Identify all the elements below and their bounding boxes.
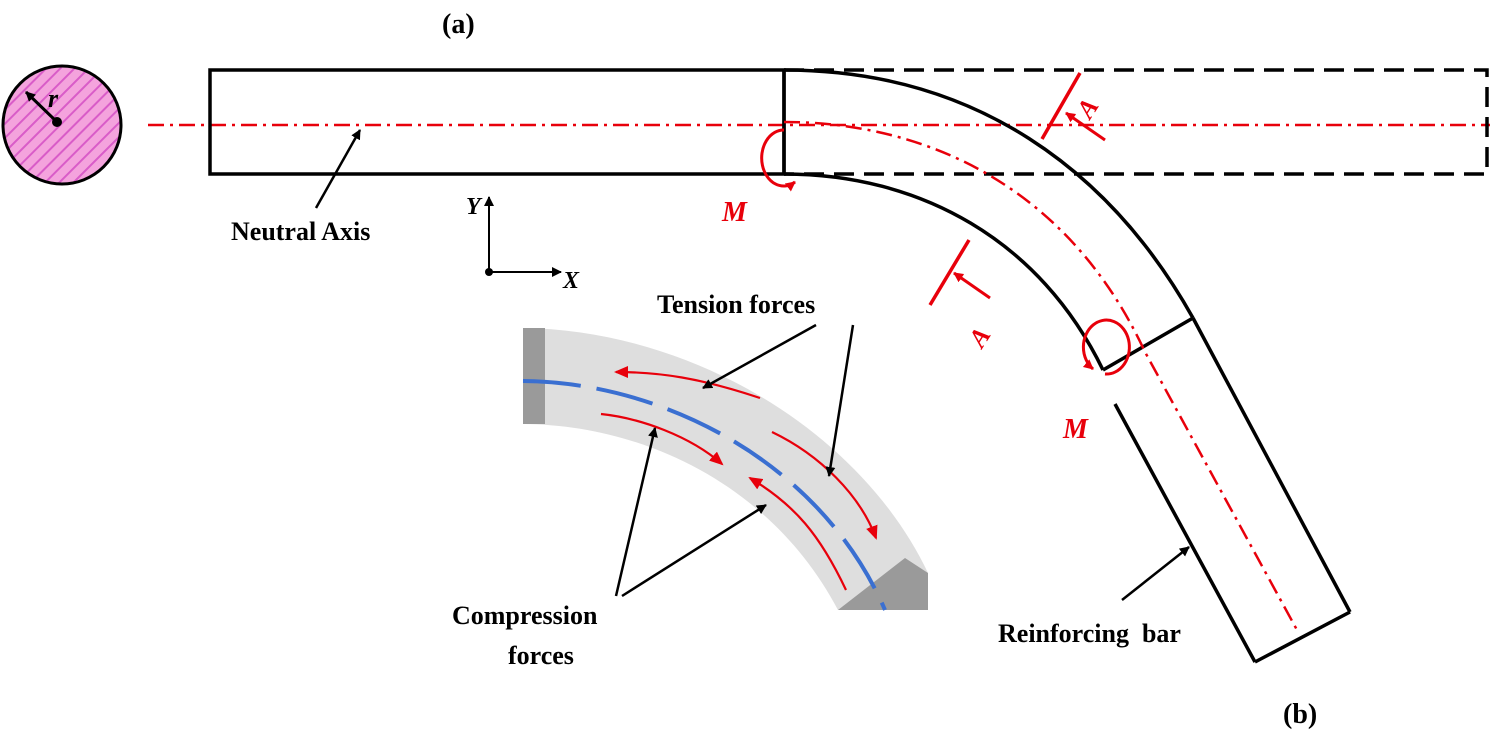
section-cut-bottom: A: [928, 239, 997, 354]
panel-label-a: (a): [442, 9, 475, 40]
straight-bar: [208, 68, 786, 176]
bar-pointer: [1121, 546, 1190, 601]
compression-label-line2: forces: [508, 641, 574, 670]
radius-label: r: [48, 84, 59, 113]
neutral-axis-label: Neutral Axis: [231, 217, 370, 246]
axis-y-label: Y: [466, 194, 483, 220]
original-bar-dashed: [784, 68, 1489, 176]
moment-bottom: M: [1062, 318, 1131, 445]
section-cut-top: A: [1040, 72, 1106, 142]
bar-label: Reinforcing bar: [998, 619, 1181, 648]
panel-label-b: (b): [1283, 699, 1317, 730]
moment-top: M: [721, 128, 796, 228]
bent-bar: [782, 68, 1352, 664]
moment-top-label: M: [721, 197, 748, 228]
compression-pointer-1: [614, 427, 658, 597]
coordinate-axes: Y X: [466, 194, 580, 294]
compression-pointer-2: [621, 503, 767, 598]
tension-label: Tension forces: [657, 290, 815, 319]
cross-section: r: [1, 64, 123, 186]
inset-bent-segment: [522, 328, 928, 611]
compression-label-line1: Compression: [452, 601, 598, 630]
tension-pointer-1: [702, 323, 817, 390]
tension-pointer-2: [825, 324, 855, 477]
neutral-axis-pointer: [314, 129, 362, 209]
section-bottom-label: A: [962, 322, 997, 354]
axis-x-label: X: [562, 268, 580, 294]
bent-neutral-axis: [783, 120, 1299, 631]
moment-bottom-label: M: [1062, 414, 1089, 445]
